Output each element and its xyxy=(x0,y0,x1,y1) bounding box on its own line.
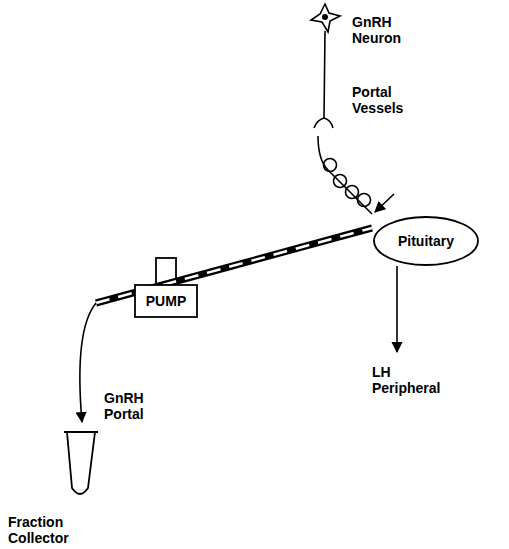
node-text: Pituitary xyxy=(398,233,454,249)
pump-box: PUMP xyxy=(134,284,198,318)
neuron-label: GnRH Neuron xyxy=(352,14,401,46)
vessel-label: Portal Vessels xyxy=(352,84,403,116)
pointer-arrow xyxy=(375,194,394,212)
portal-vessels xyxy=(318,136,372,214)
neuron xyxy=(311,4,340,128)
lh-arrow xyxy=(396,266,398,352)
sample-label: GnRH Portal xyxy=(104,390,144,422)
collector-tube xyxy=(64,432,98,494)
node-text: PUMP xyxy=(146,293,186,309)
hormone-label: LH Peripheral xyxy=(372,364,440,396)
pituitary-ellipse: Pituitary xyxy=(373,216,479,266)
outflow-arrow xyxy=(80,303,96,422)
collector-label: Fraction Collector xyxy=(8,514,69,546)
